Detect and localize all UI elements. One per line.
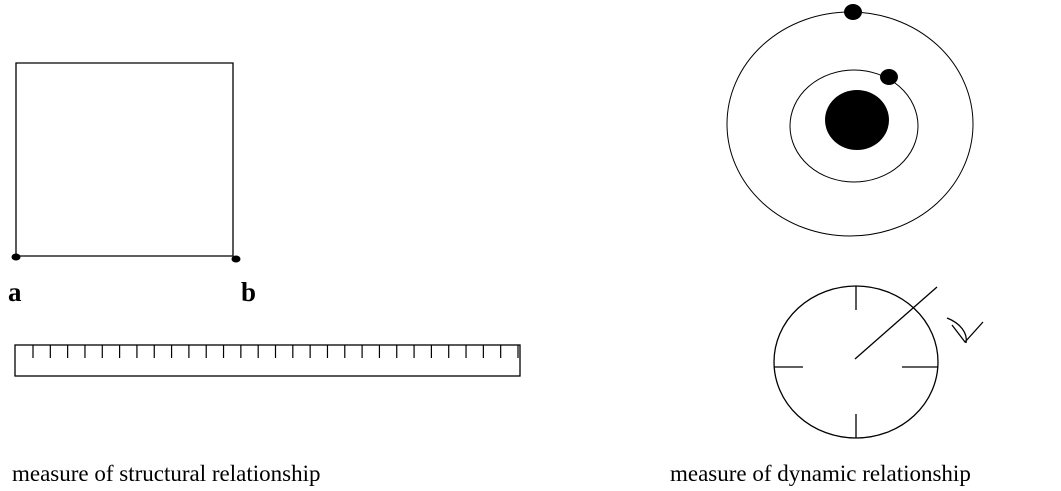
dynamic-caption: measure of dynamic relationship: [670, 461, 971, 486]
structural-figure: [11, 62, 241, 263]
clock-figure: [773, 285, 984, 439]
rotation-arrowhead: [951, 321, 984, 344]
point-b-label: b: [241, 277, 257, 307]
outer-electron: [844, 4, 862, 20]
ruler: [14, 344, 521, 377]
point-a-label: a: [8, 277, 22, 307]
nucleus: [825, 90, 889, 150]
point-a-dot: [11, 253, 21, 261]
clock-hand: [854, 286, 938, 360]
inner-electron: [880, 69, 898, 85]
inner-orbit: [789, 69, 919, 183]
point-b-dot: [231, 255, 241, 263]
ruler-ticks: [32, 345, 519, 358]
ruler-body: [14, 344, 521, 377]
square-outline: [15, 62, 234, 257]
structural-caption: measure of structural relationship: [12, 461, 321, 486]
atom-figure: [726, 4, 974, 237]
